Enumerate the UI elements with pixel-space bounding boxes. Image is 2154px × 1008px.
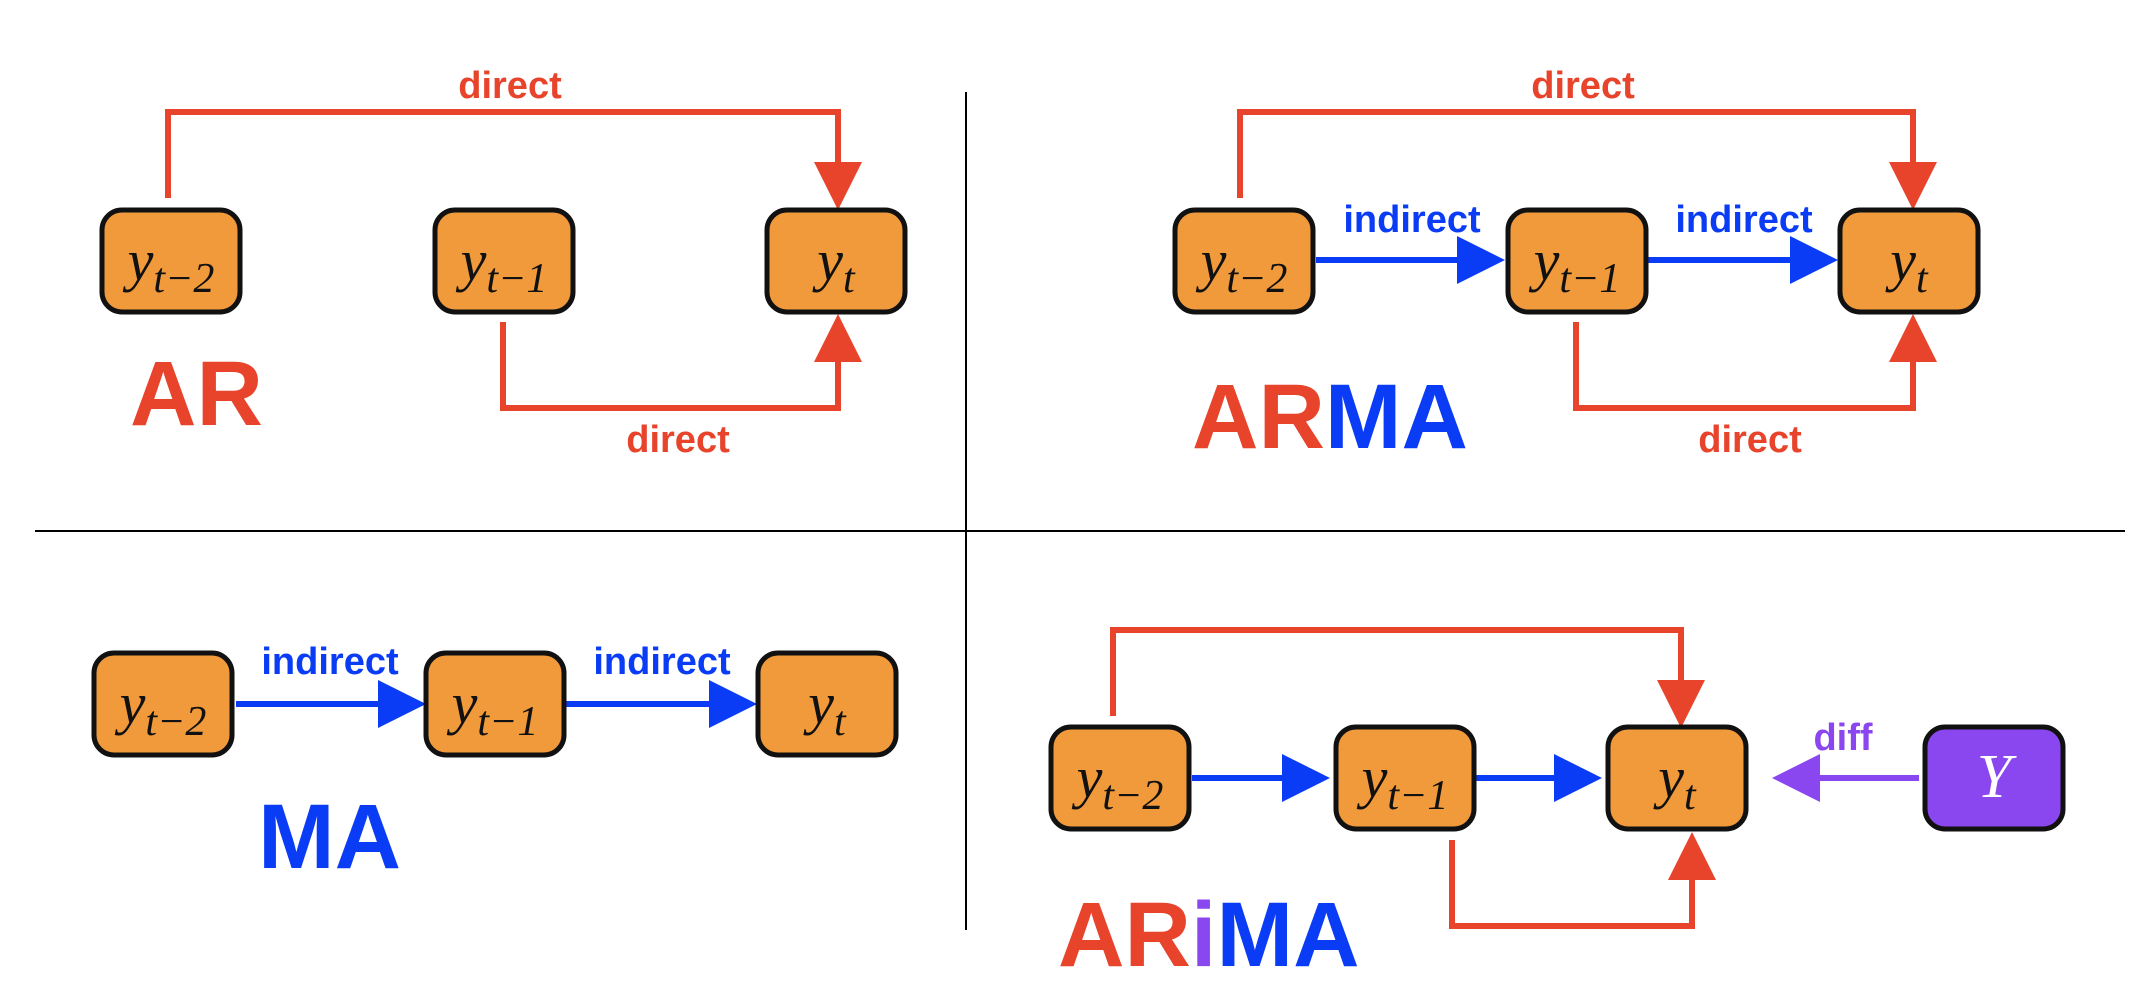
- arma-panel: direct indirect indirect direct yt−2 yt−…: [1172, 65, 1981, 468]
- ar-node-y-t-2: yt−2: [99, 207, 243, 315]
- svg-text:yt−1: yt−1: [456, 228, 548, 302]
- arima-title: ARiMA: [1058, 884, 1360, 986]
- ar-direct-arrow-top: [165, 109, 862, 210]
- arma-indirect-label-1: indirect: [1343, 199, 1481, 241]
- ar-node-y-t-1: yt−1: [432, 207, 576, 315]
- ma-indirect-label-2: indirect: [593, 641, 731, 683]
- ma-title: MA: [258, 786, 401, 888]
- arma-node-y-t-1: yt−1: [1505, 207, 1649, 315]
- ar-direct-arrow-bottom: [500, 314, 862, 411]
- arma-direct-arrow-top: [1237, 109, 1937, 210]
- arma-title: ARMA: [1192, 366, 1468, 468]
- arima-panel: diff yt−2 yt−1 yt Y ARiMA: [1048, 627, 2066, 986]
- ma-node-y-t-2: yt−2: [91, 650, 235, 758]
- ma-node-y-t-1: yt−1: [423, 650, 567, 758]
- ar-title: AR: [130, 343, 263, 445]
- svg-text:yt−2: yt−2: [123, 228, 215, 302]
- arima-node-y-t-2: yt−2: [1048, 724, 1192, 832]
- arma-direct-arrow-bottom: [1573, 314, 1937, 411]
- svg-text:yt: yt: [803, 671, 847, 745]
- ma-panel: indirect indirect yt−2 yt−1 yt MA: [91, 641, 899, 888]
- svg-text:yt−1: yt−1: [447, 671, 539, 745]
- arma-direct-label-bottom: direct: [1698, 419, 1802, 461]
- svg-text:yt−1: yt−1: [1357, 745, 1449, 819]
- svg-text:yt−2: yt−2: [115, 671, 207, 745]
- arma-direct-label-top: direct: [1531, 65, 1635, 107]
- arima-node-Y: Y: [1922, 724, 2066, 832]
- svg-text:yt−2: yt−2: [1196, 228, 1288, 302]
- arima-node-y-t-1: yt−1: [1333, 724, 1477, 832]
- ar-node-y-t: yt: [764, 207, 908, 315]
- arima-diff-label: diff: [1813, 717, 1872, 759]
- ar-direct-label-bottom: direct: [626, 419, 730, 461]
- arma-node-y-t-2: yt−2: [1172, 207, 1316, 315]
- arma-indirect-label-2: indirect: [1675, 199, 1813, 241]
- ar-direct-label-top: direct: [458, 65, 562, 107]
- arima-feedback-arrow-top: [1110, 627, 1705, 728]
- svg-text:yt: yt: [1653, 745, 1697, 819]
- ma-indirect-label-1: indirect: [261, 641, 399, 683]
- arima-feedback-arrow-bottom: [1449, 832, 1716, 929]
- ar-panel: direct direct yt−2 yt−1 yt AR: [99, 65, 908, 461]
- svg-text:yt−1: yt−1: [1529, 228, 1621, 302]
- svg-text:Y: Y: [1977, 743, 2017, 811]
- ma-node-y-t: yt: [755, 650, 899, 758]
- arima-node-y-t: yt: [1605, 724, 1749, 832]
- svg-text:yt−2: yt−2: [1072, 745, 1164, 819]
- svg-text:yt: yt: [812, 228, 856, 302]
- arma-node-y-t: yt: [1837, 207, 1981, 315]
- svg-text:yt: yt: [1885, 228, 1929, 302]
